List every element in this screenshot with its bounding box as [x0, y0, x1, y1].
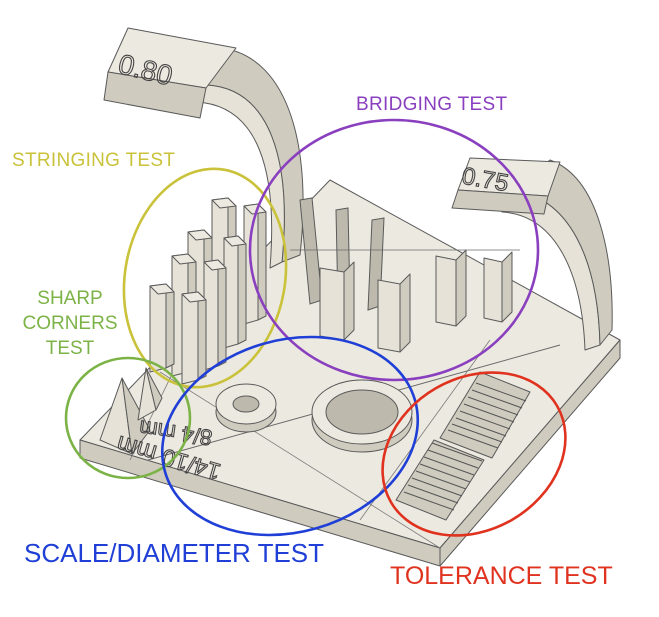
pillar — [203, 259, 227, 371]
stringing-test-label: STRINGING TEST — [12, 150, 176, 171]
tolerance-test-label: TOLERANCE TEST — [390, 562, 613, 590]
scale-highlight — [160, 335, 420, 537]
tolerance-highlight — [381, 371, 567, 537]
sharp-corner-pyramids — [99, 367, 163, 455]
scale-rings — [215, 379, 413, 453]
highlight-circles — [64, 118, 567, 537]
right-arch: 0.75 — [451, 157, 613, 351]
pillar — [223, 235, 247, 349]
sharp-label-line: SHARP — [37, 288, 103, 309]
stringing-highlight — [122, 167, 288, 389]
scale-diameter-test-label: SCALE/DIAMETER TEST — [24, 538, 325, 568]
pillar — [181, 291, 207, 385]
sharp-corners-test-label: SHARP CORNERS TEST — [20, 286, 120, 361]
sharp-label-line: CORNERS — [22, 313, 118, 334]
left-arch: 0.80 — [103, 27, 304, 269]
sharp-corners-highlight — [64, 356, 192, 480]
bridging-test-label: BRIDGING TEST — [356, 94, 508, 115]
bridging-walls — [290, 197, 520, 353]
sharp-label-line: TEST — [45, 338, 95, 359]
bridging-highlight — [248, 118, 540, 382]
pillar — [149, 283, 175, 373]
tolerance-combs — [395, 371, 531, 521]
